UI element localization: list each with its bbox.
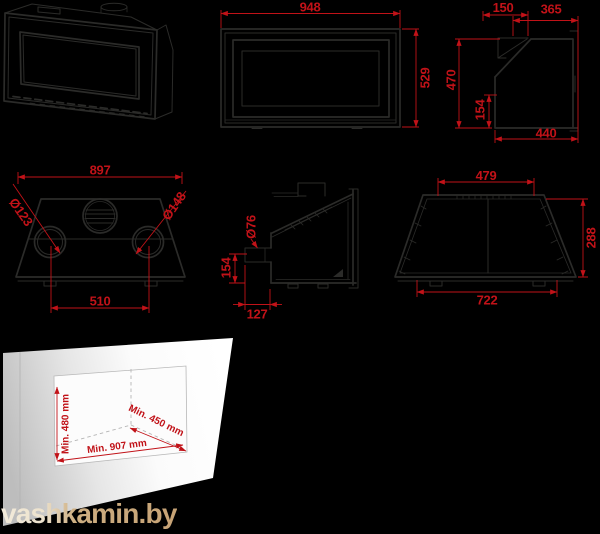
left-outlet-diameter-dim: Ø123 <box>6 195 36 229</box>
front-view: 948 529 <box>220 0 433 129</box>
left-outlet-hole <box>33 225 67 259</box>
top-inner-width-dim: 479 <box>476 168 497 183</box>
side-height-dim: 470 <box>444 70 459 91</box>
outlet-offset-dim: 127 <box>247 307 268 322</box>
niche-min-height-dim: Min. 480 mm <box>61 394 72 454</box>
outlet-diameter-dim: Ø76 <box>244 215 259 239</box>
glass-pane <box>241 50 380 107</box>
top-view: 479 288 722 <box>394 168 599 308</box>
right-outlet-hole <box>131 225 165 259</box>
flue-collar <box>100 2 128 12</box>
front-height-dim: 529 <box>418 68 433 89</box>
bottom-view: 897 Ø123 Ø148 510 <box>6 163 189 313</box>
outlet-spacing-dim: 510 <box>90 294 111 309</box>
outlet-axis-height-dim: 154 <box>219 257 234 279</box>
center-grille <box>82 198 118 234</box>
wall-flange <box>569 30 579 132</box>
top-depth-dim: 288 <box>584 228 599 249</box>
vent-slots <box>12 95 148 115</box>
watermark: vashkamin.by <box>1 498 177 529</box>
right-outlet-diameter-dim: Ø148 <box>159 189 189 223</box>
section-view: Ø76 154 127 <box>219 182 359 322</box>
side-base-height-dim: 154 <box>473 99 488 121</box>
side-top-depth-dim: 365 <box>541 2 562 17</box>
perspective-view <box>3 2 174 120</box>
side-depth-dim: 440 <box>536 126 557 141</box>
smoke-outlet <box>244 247 272 263</box>
side-flue-offset-dim: 150 <box>493 0 514 15</box>
top-outer-width-dim: 722 <box>477 293 498 308</box>
front-width-dim: 948 <box>300 0 321 15</box>
installation-view: Min. 480 mm Min. 450 mm Min. 907 mm <box>3 338 233 526</box>
side-view: 150 365 470 154 440 <box>444 0 579 143</box>
bottom-width-dim: 897 <box>90 163 111 178</box>
